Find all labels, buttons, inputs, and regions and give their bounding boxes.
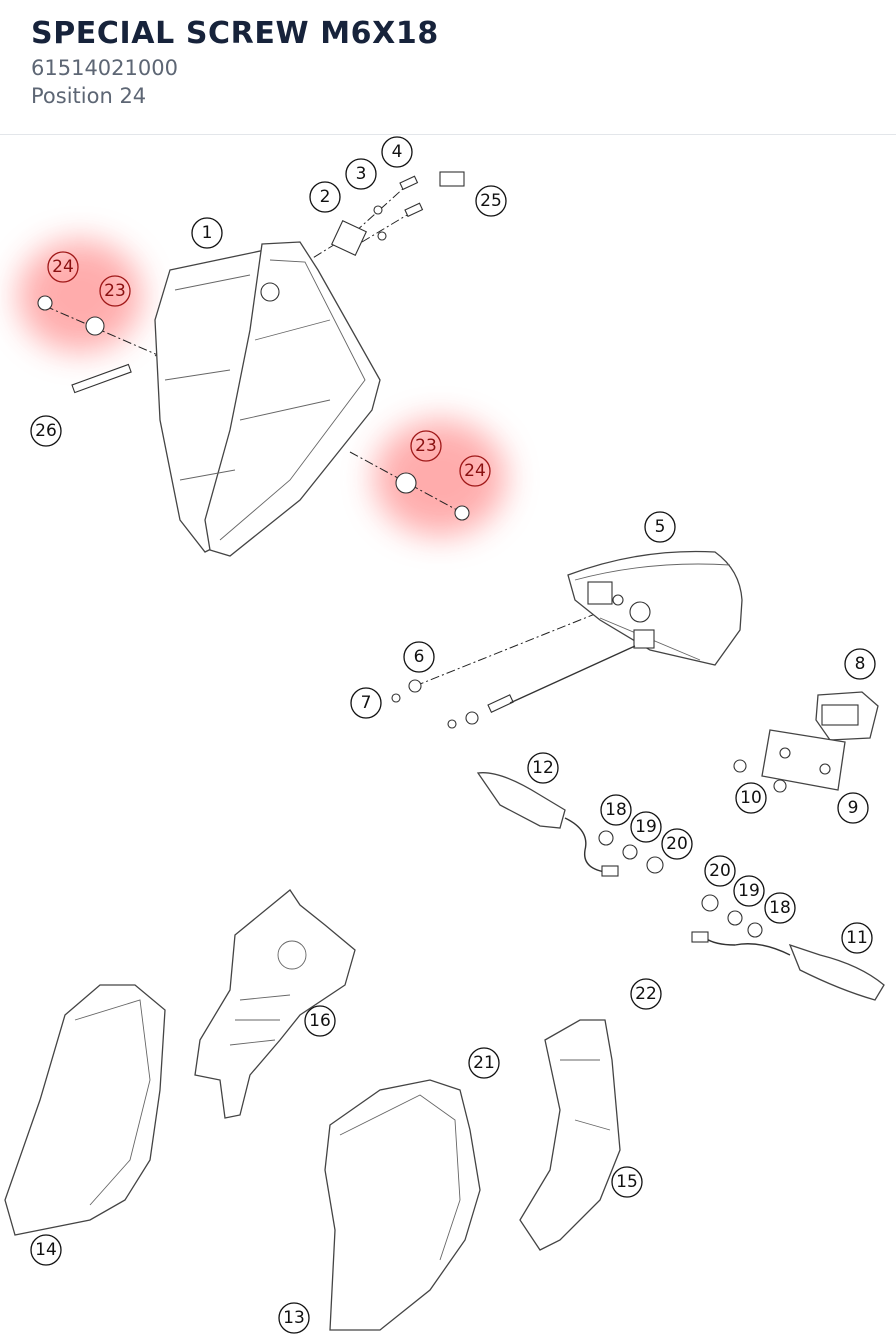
callout-13[interactable]: 13 [278,1302,310,1334]
callout-19-upper[interactable]: 19 [630,811,662,843]
part-position: Position 24 [31,84,147,108]
indicator-left [476,772,619,877]
side-fairing-left [4,984,166,1236]
part-number: 61514021000 [31,56,178,80]
callout-label: 22 [635,984,657,1004]
callout-label: 21 [473,1053,495,1073]
callout-1[interactable]: 1 [191,217,223,249]
callout-14[interactable]: 14 [30,1234,62,1266]
callout-18-upper[interactable]: 18 [600,794,632,826]
callout-8[interactable]: 8 [844,648,876,680]
callout-15[interactable]: 15 [611,1166,643,1198]
headlight-housing [154,241,381,557]
part-header: SPECIAL SCREW M6X18 61514021000 Position… [0,0,896,135]
callout-label: 12 [532,758,554,778]
callout-label: 23 [415,436,437,456]
callout-24-right[interactable]: 24 [459,455,491,487]
callout-label: 16 [309,1011,331,1031]
callout-label: 25 [480,191,502,211]
callout-25[interactable]: 25 [475,185,507,217]
callout-label: 3 [356,164,367,184]
callout-label: 24 [52,257,74,277]
callout-label: 23 [104,281,126,301]
callout-24-left[interactable]: 24 [47,251,79,283]
callout-23-right[interactable]: 23 [410,430,442,462]
callout-2[interactable]: 2 [309,181,341,213]
callout-label: 9 [848,798,859,818]
callout-label: 11 [846,928,868,948]
callout-label: 15 [616,1172,638,1192]
callout-label: 13 [283,1308,305,1328]
callout-12[interactable]: 12 [527,752,559,784]
indicator-right [691,931,885,1001]
callout-10[interactable]: 10 [735,782,767,814]
callout-label: 18 [769,898,791,918]
highlight-zone-left [18,240,142,352]
callout-label: 1 [202,223,213,243]
callout-16[interactable]: 16 [304,1005,336,1037]
callout-3[interactable]: 3 [345,158,377,190]
callout-label: 6 [414,647,425,667]
callout-label: 5 [655,517,666,537]
callout-label: 2 [320,187,331,207]
callout-23-left[interactable]: 23 [99,275,131,307]
callout-22[interactable]: 22 [630,978,662,1010]
callout-label: 18 [605,800,627,820]
callout-18-lower[interactable]: 18 [764,892,796,924]
callout-label: 7 [361,693,372,713]
callout-label: 26 [35,421,57,441]
callout-label: 19 [635,817,657,837]
callout-9[interactable]: 9 [837,792,869,824]
callout-26[interactable]: 26 [30,415,62,447]
tail-light [567,550,743,666]
callout-label: 14 [35,1240,57,1260]
callout-11[interactable]: 11 [841,922,873,954]
callout-7[interactable]: 7 [350,687,382,719]
callout-label: 10 [740,788,762,808]
callout-label: 24 [464,461,486,481]
callout-label: 20 [666,834,688,854]
highlight-zone-right [374,420,506,536]
callout-4[interactable]: 4 [381,136,413,168]
plate-light [733,691,879,793]
callout-20-upper[interactable]: 20 [661,828,693,860]
washers [598,830,763,938]
exploded-parts-diagram: 1 2 3 4 25 24 23 26 23 24 5 6 7 8 10 9 1… [4,136,885,1334]
front-fairing [324,1079,481,1331]
callout-label: 20 [709,861,731,881]
callout-6[interactable]: 6 [403,641,435,673]
part-title: SPECIAL SCREW M6X18 [31,16,439,51]
callout-21[interactable]: 21 [468,1047,500,1079]
callout-label: 4 [392,142,403,162]
callout-label: 8 [855,654,866,674]
bracket-15 [519,1019,621,1251]
callout-20-lower[interactable]: 20 [704,855,736,887]
callout-5[interactable]: 5 [644,511,676,543]
fasteners [37,171,636,729]
callout-19-lower[interactable]: 19 [733,875,765,907]
callout-label: 19 [738,881,760,901]
bracket-16 [194,889,356,1119]
